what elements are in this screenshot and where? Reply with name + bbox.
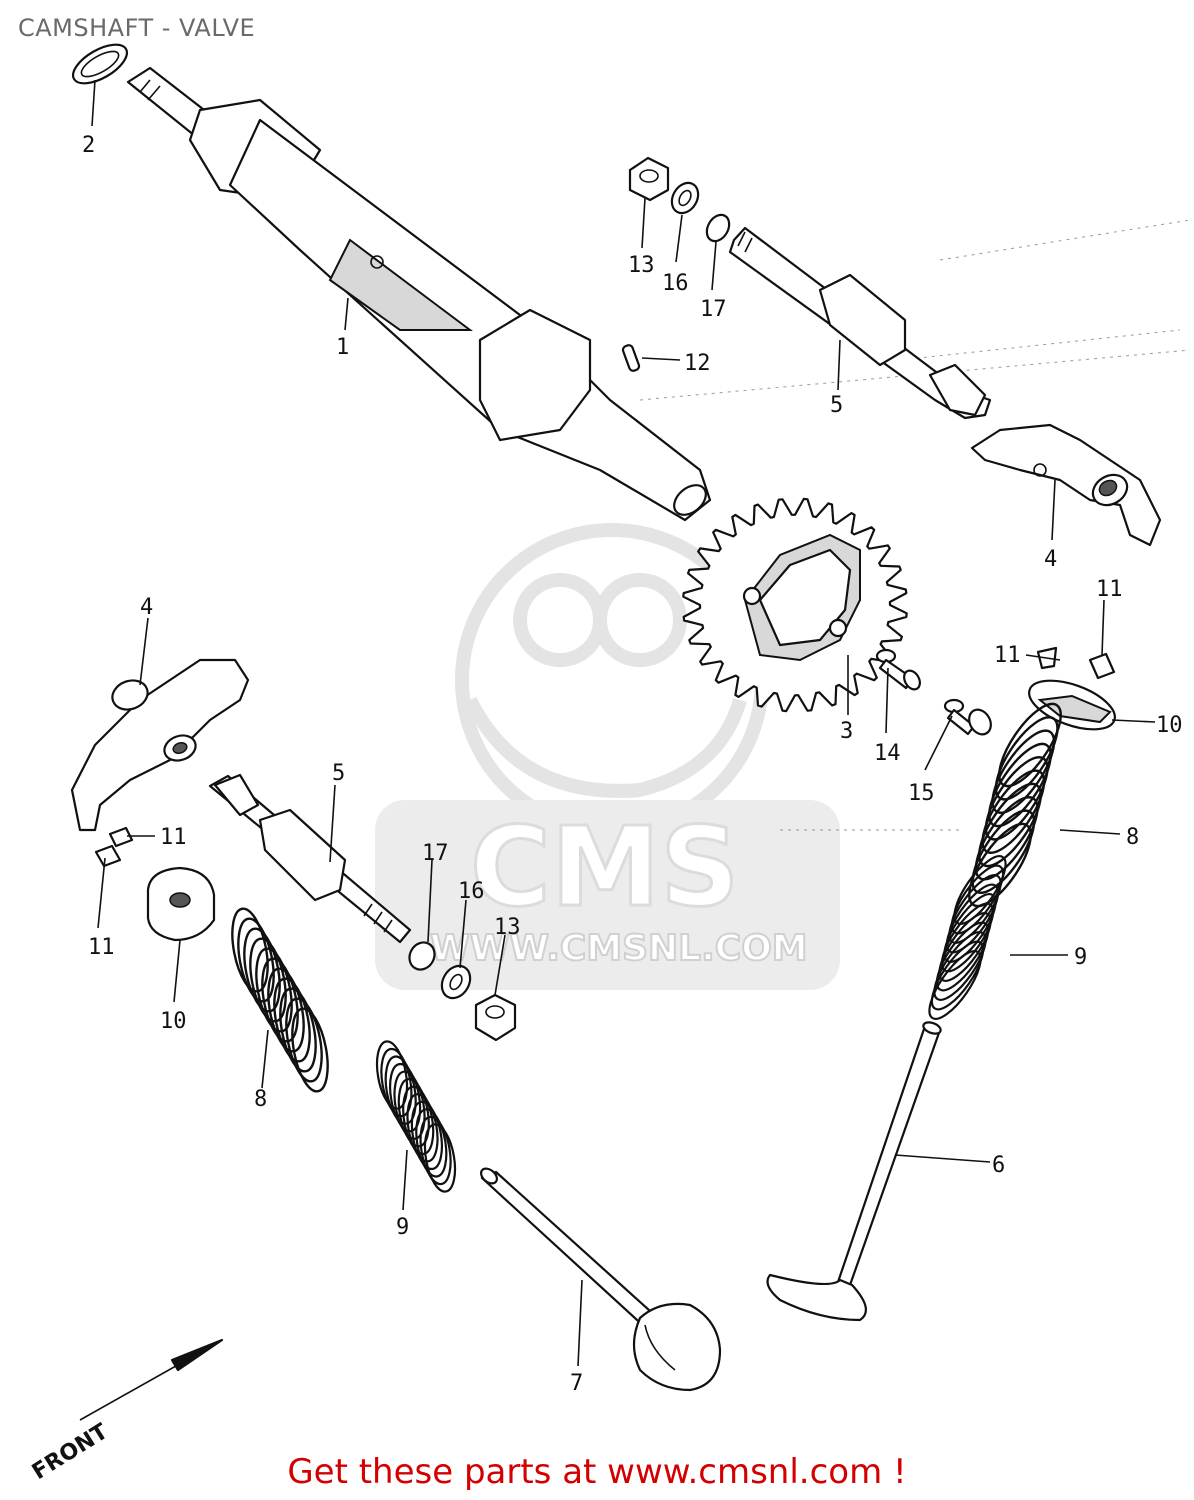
callout-13-left: 13	[494, 915, 521, 940]
callout-2: 2	[82, 133, 95, 158]
part-5-rocker-shaft-left	[208, 773, 412, 944]
part-17-o-ring-left	[408, 941, 436, 971]
page-title: CAMSHAFT - VALVE	[18, 14, 256, 42]
callout-16-left: 16	[458, 879, 485, 904]
callout-11-left-a: 11	[160, 825, 187, 850]
callout-5-top: 5	[830, 393, 843, 418]
part-1-camshaft	[126, 66, 712, 522]
part-6-valve-right	[766, 1021, 942, 1322]
part-16-washer-top	[670, 181, 700, 215]
callout-4-left: 4	[140, 595, 153, 620]
part-11-valve-cotter-left-a	[108, 826, 134, 848]
part-3-cam-sprocket	[682, 497, 908, 713]
part-12-dowel-pin	[621, 344, 641, 372]
callout-12: 12	[684, 351, 711, 376]
callout-3: 3	[840, 719, 853, 744]
callout-1: 1	[336, 335, 349, 360]
callout-10-right: 10	[1156, 713, 1183, 738]
footer-promo-text: Get these parts at www.cmsnl.com !	[287, 1452, 907, 1492]
part-2-o-ring	[71, 43, 129, 85]
callout-8-left: 8	[254, 1087, 267, 1112]
part-11-valve-cotter-right-b	[1088, 652, 1116, 680]
callout-6: 6	[992, 1153, 1005, 1178]
part-5-rocker-shaft-top	[728, 226, 992, 420]
part-8-outer-spring-left	[231, 907, 329, 1093]
part-10-spring-retainer-left	[146, 866, 216, 942]
part-14-bolt	[875, 648, 921, 691]
callout-11-right-top: 11	[1096, 577, 1123, 602]
part-10-spring-retainer-right	[1028, 679, 1116, 731]
part-17-o-ring-top	[705, 213, 731, 243]
watermark-logo: CMS WWW.CMSNL.COM	[375, 523, 840, 990]
callout-10-left: 10	[160, 1009, 187, 1034]
callout-9-left: 9	[396, 1215, 409, 1240]
callout-11-left-b: 11	[88, 935, 115, 960]
part-15-bolt	[943, 698, 992, 736]
part-9-inner-spring-right	[928, 855, 1007, 1020]
part-7-valve-left	[480, 1167, 722, 1392]
watermark-url-text: WWW.CMSNL.COM	[430, 928, 808, 969]
part-9-inner-spring-left	[375, 1040, 457, 1193]
callout-9-right: 9	[1074, 945, 1087, 970]
part-13-nut-left	[474, 993, 517, 1042]
part-11-valve-cotter-left-b	[94, 844, 122, 868]
callout-5-left: 5	[332, 761, 345, 786]
callout-11-right-mid: 11	[994, 643, 1021, 668]
callout-labels: 2 1 12 13 16 17 5 4 11 11 10 3 14 15 8 9…	[82, 133, 1183, 1396]
callout-14: 14	[874, 741, 901, 766]
leader-lines	[91, 79, 1156, 1367]
callout-16-top: 16	[662, 271, 689, 296]
callout-8-right: 8	[1126, 825, 1139, 850]
part-13-nut-top	[628, 156, 670, 202]
watermark-logo-text: CMS	[470, 803, 739, 931]
part-4-rocker-arm-right	[970, 423, 1162, 547]
callout-17-top: 17	[700, 297, 727, 322]
callout-17-left: 17	[422, 841, 449, 866]
part-16-washer-left	[440, 964, 472, 1000]
part-4-rocker-arm-left	[70, 658, 250, 832]
callout-7: 7	[570, 1371, 583, 1396]
callout-13-top: 13	[628, 253, 655, 278]
callout-15: 15	[908, 781, 935, 806]
callout-4-right: 4	[1044, 547, 1057, 572]
